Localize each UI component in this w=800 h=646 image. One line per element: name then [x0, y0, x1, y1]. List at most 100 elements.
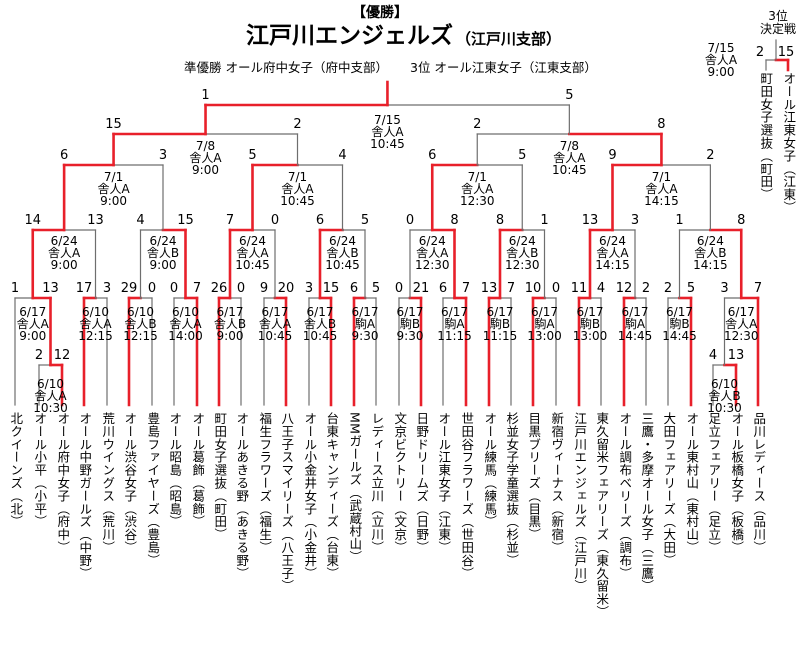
match-label: 6/17 舎人B 9:00: [213, 305, 247, 343]
score-right: 7: [192, 281, 202, 296]
team-name: 八王子スマイリーズ（八王子）: [279, 412, 295, 593]
score-left: 2: [473, 117, 482, 132]
team-name: 豊島ファイヤーズ（豊島）: [145, 412, 161, 567]
score-right: 3: [102, 281, 112, 296]
score-right: 15: [322, 281, 340, 296]
score-left: 12: [615, 281, 633, 296]
score-right: 3: [158, 148, 168, 163]
team-name: オール練馬（練馬）: [482, 412, 498, 529]
team-name: 荒川ウイングス（荒川）: [100, 412, 116, 554]
score-right: 4: [596, 281, 606, 296]
score-left: 1: [201, 88, 210, 103]
score-left: 14: [24, 213, 42, 228]
team-name: 台東キャンディーズ（台東）: [324, 412, 340, 580]
match-label: 6/17 駒A 11:15: [437, 305, 472, 343]
team-name: 新宿ヴィーナス（新宿）: [549, 412, 565, 554]
champion-name: 江戸川エンジェルズ: [246, 23, 453, 49]
score-left: 1: [675, 213, 684, 228]
team-name: 杉並女子学童選抜（杉並）: [504, 412, 520, 567]
match-label: 6/17 駒A 9:30: [351, 305, 379, 343]
third-place-team-left: 町田女子選抜（町田）: [758, 72, 774, 201]
match-label: 6/10 舎人A 12:15: [78, 305, 113, 343]
score-left: 3: [720, 281, 729, 296]
champion-branch: （江戸川支部）: [456, 30, 562, 48]
third-place-match-label: 7/15 舎人A 9:00: [704, 41, 738, 79]
score-right: 5: [686, 281, 696, 296]
score-left: 0: [394, 281, 404, 296]
score-right: 5: [518, 148, 527, 163]
match-label: 6/24 舎人B 12:30: [504, 234, 540, 272]
score-left: 7: [225, 213, 235, 228]
team-name: オール調布ベリーズ（調布）: [617, 412, 633, 580]
score-left: 6: [59, 148, 69, 163]
score-right: 5: [565, 88, 574, 103]
match-label: 6/24 舎人A 10:45: [235, 234, 270, 272]
team-name: オール府中女子（府中）: [55, 412, 71, 554]
third-place-text: 3位 オール江東女子（江東支部）: [410, 60, 597, 75]
score-left: 10: [524, 281, 542, 296]
match-label: 6/17 駒A 14:45: [617, 305, 653, 343]
score-left: 17: [75, 281, 93, 296]
match-label: 6/10 舎人A 14:00: [168, 305, 203, 343]
team-name: 世田谷フラワーズ（世田谷）: [459, 412, 475, 580]
score-right: 4: [338, 148, 347, 163]
team-name: オール板橋女子（板橋）: [729, 412, 745, 554]
score-right: 12: [53, 348, 71, 363]
score-left: 15: [105, 117, 122, 132]
score-left: 2: [34, 348, 44, 363]
score-right: 13: [42, 281, 59, 296]
team-name: オール江東女子（江東）: [436, 412, 452, 554]
score-right: 15: [177, 213, 194, 228]
runner-up-text: 準優勝 オール府中女子（府中支部）: [184, 60, 388, 75]
match-label: 6/17 駒A 13:00: [527, 305, 562, 343]
team-name: 品川レディース（品川）: [751, 412, 767, 554]
score-left: 9: [608, 148, 617, 163]
match-label: 6/17 舎人A 10:45: [257, 305, 293, 343]
team-name: 文京ビクトリー（文京）: [392, 412, 408, 554]
team-name: 足立フェアリー（足立）: [706, 412, 722, 554]
score-left: 0: [405, 213, 415, 228]
score-left: 13: [581, 213, 599, 228]
score-right: 2: [293, 117, 302, 132]
team-name: 町田女子選抜（町田）: [212, 412, 228, 541]
score-left: 6: [438, 281, 448, 296]
match-label: 6/10 舎人B 10:30: [707, 377, 742, 415]
score-right: 8: [657, 117, 666, 132]
score-left: 8: [495, 213, 505, 228]
score-right: 0: [551, 281, 561, 296]
score-left: 4: [708, 348, 718, 363]
team-name: 三鷹・多摩オール女子（三鷹）: [639, 412, 655, 593]
match-label: 6/10 舎人A 10:30: [33, 377, 68, 415]
match-label: 6/24 舎人A 14:15: [595, 234, 630, 272]
match-label: 6/24 舎人B 14:15: [693, 234, 728, 272]
score-left: 4: [136, 213, 145, 228]
score-right: 0: [236, 281, 246, 296]
team-name: オール小金井女子（小金井）: [302, 412, 318, 580]
team-name: 大田フェアリーズ（大田）: [661, 412, 677, 567]
match-label: 6/24 舎人A 9:00: [48, 234, 81, 272]
team-name: 江戸川エンジェルズ（江戸川）: [572, 412, 588, 593]
team-name: 目黒ブリーズ（目黒）: [526, 412, 542, 541]
match-label: 6/10 舎人B 12:15: [123, 305, 158, 343]
score-left: 26: [210, 281, 228, 296]
match-label: 6/17 駒B 9:30: [396, 305, 424, 343]
score-right: 0: [270, 213, 280, 228]
score-right: 1: [540, 213, 549, 228]
score-right: 0: [147, 281, 157, 296]
score-left: 13: [480, 281, 498, 296]
team-name: オール東村山（東村山）: [684, 412, 700, 554]
match-label: 6/17 舎人B 10:45: [302, 305, 338, 343]
match-label: 7/15 舎人A 10:45: [370, 113, 405, 151]
team-name: オール葛飾（葛飾）: [190, 412, 206, 529]
team-name: MMガールズ（武蔵村山）: [347, 412, 363, 564]
score-left: 6: [349, 281, 359, 296]
team-name: オール渋谷女子（渋谷）: [122, 412, 138, 554]
score-right: 21: [412, 281, 430, 296]
match-label: 6/17 駒B 11:15: [482, 305, 518, 343]
score-right: 8: [450, 213, 459, 228]
match-label: 7/1 舎人A 10:45: [280, 170, 315, 208]
score-left: 5: [248, 148, 257, 163]
score-right: 5: [360, 213, 370, 228]
